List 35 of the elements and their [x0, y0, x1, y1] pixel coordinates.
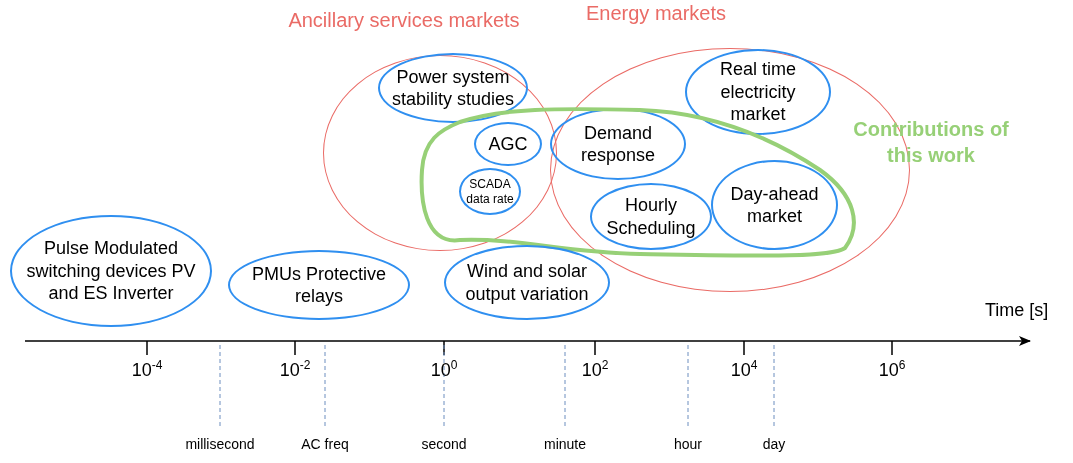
- timescale-ellipse: [550, 108, 686, 180]
- timescale-ellipse: [685, 49, 831, 135]
- tick-label: 10$^{4}$: [730, 358, 758, 381]
- ellipse-label: Demand response: [579, 121, 657, 167]
- ellipse-label: Hourly Scheduling: [605, 194, 697, 239]
- ellipse-label: SCADA data rate: [465, 176, 515, 207]
- ellipse-label: AGC: [487, 132, 529, 156]
- timescale-ellipse: [228, 250, 410, 320]
- time-unit-label: hour: [674, 436, 702, 452]
- time-unit-label: AC freq: [301, 436, 349, 452]
- time-unit-label: millisecond: [185, 436, 255, 452]
- tick-label: 10$^{2}$: [581, 358, 609, 381]
- timescale-ellipse: [10, 215, 212, 327]
- tick-label: 10$^{-2}$: [279, 358, 311, 381]
- tick-label: 10$^{-4}$: [131, 358, 163, 381]
- timescale-ellipse: [474, 122, 542, 166]
- ellipse-label: Real time electricity market: [719, 58, 797, 126]
- time-unit-label: minute: [544, 436, 586, 452]
- ellipse-label: Wind and solar output variation: [464, 260, 590, 305]
- tick-label: 10$^{0}$: [430, 358, 458, 381]
- axis-title: Time [s]: [985, 300, 1049, 321]
- timescale-ellipse: [590, 183, 712, 250]
- ellipse-label: Day-ahead market: [729, 182, 820, 228]
- timescale-ellipse: [459, 168, 521, 215]
- tick-label: 10$^{6}$: [878, 358, 906, 381]
- time-unit-label: second: [421, 436, 467, 452]
- ellipse-label: PMUs Protective relays: [250, 262, 387, 308]
- timescale-ellipse: [444, 245, 610, 320]
- ellipse-label: Power system stability studies: [390, 65, 516, 111]
- timescale-ellipse: [711, 160, 838, 250]
- group-heading: Ancillary services markets: [287, 9, 521, 32]
- time-unit-label: day: [762, 436, 786, 452]
- ellipse-label: Pulse Modulated switching devices PV and ES Inverter: [25, 237, 197, 305]
- group-heading: Energy markets: [584, 2, 728, 25]
- timescale-ellipse: [378, 53, 528, 123]
